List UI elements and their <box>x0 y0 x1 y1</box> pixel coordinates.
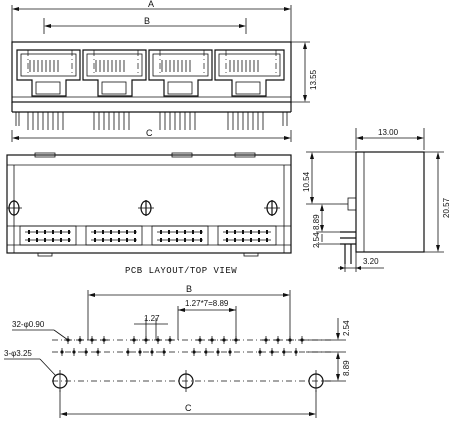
pcb-hole-offset-label: 8.89 <box>342 360 351 376</box>
pcb-dim-b-label: B <box>186 284 192 294</box>
rear-pin-blocks <box>19 225 277 246</box>
pcb-dim-c-label: C <box>185 403 192 413</box>
pcb-pitch-label: 1.27 <box>144 314 160 323</box>
side-lower-label: 2.54 <box>312 232 321 248</box>
side-upper-label: 10.54 <box>302 171 311 192</box>
front-port-3 <box>148 49 213 97</box>
side-pin-offset-label: 3.20 <box>363 257 379 266</box>
side-view: 13.00 20.57 10.54 8.89 2 <box>302 128 450 272</box>
latch-left <box>7 200 22 216</box>
front-contacts <box>29 60 259 72</box>
dim-b-label: B <box>144 16 150 26</box>
pcb-pitch-group-label: 1.27*7=8.89 <box>185 299 229 308</box>
latch-right <box>264 200 280 216</box>
pcb-row-spacing-label: 2.54 <box>342 320 351 336</box>
front-port-1 <box>16 49 81 97</box>
front-port-4 <box>214 49 285 97</box>
side-mid-label: 8.89 <box>312 214 321 230</box>
side-height-label: 20.57 <box>442 197 450 218</box>
pcb-pin-holes-label: 32-φ0.90 <box>12 320 45 329</box>
latch-center <box>138 200 154 216</box>
front-pins <box>15 112 288 130</box>
front-view: A B <box>11 0 318 142</box>
side-width-label: 13.00 <box>378 128 399 137</box>
pcb-layout: PCB LAYOUT/TOP VIEW B 1.27*7=8.89 1.27 3… <box>4 266 351 418</box>
dim-height-label: 13.55 <box>309 69 318 90</box>
dim-c-label: C <box>146 128 153 138</box>
side-pins <box>340 231 356 264</box>
pcb-mount-holes-label: 3-φ3.25 <box>4 349 32 358</box>
pcb-layout-title: PCB LAYOUT/TOP VIEW <box>125 266 237 276</box>
front-port-2 <box>82 49 147 97</box>
dim-a-label: A <box>148 0 154 9</box>
rear-view <box>6 152 292 257</box>
